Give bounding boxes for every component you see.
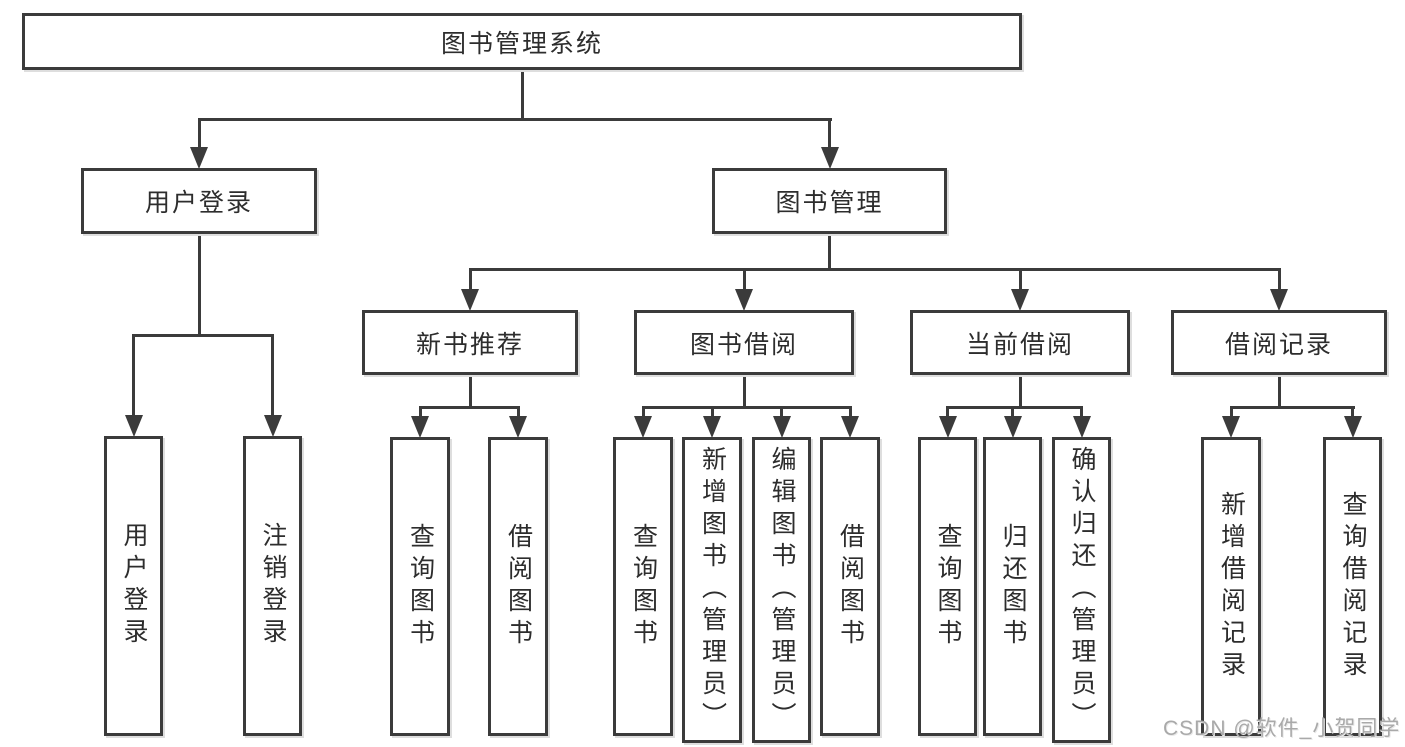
node-label: 图书管理 (775, 189, 884, 217)
node-label: 借阅图书 (504, 522, 533, 651)
connector-line (521, 70, 524, 121)
arrow-down-icon (634, 416, 652, 438)
connector-line (1019, 375, 1022, 409)
node-system-root: 图书管理系统 (22, 13, 1022, 70)
node-query-borrow-record: 查询借阅记录 (1323, 437, 1382, 736)
connector-line (469, 375, 472, 409)
arrow-down-icon (703, 416, 721, 438)
arrow-down-icon (411, 416, 429, 438)
arrow-down-icon (1344, 416, 1362, 438)
node-label: 新增图书（管理员） (698, 446, 727, 734)
node-label: 新增借阅记录 (1217, 490, 1246, 683)
arrow-down-icon (841, 416, 859, 438)
arrow-down-icon (1073, 416, 1091, 438)
node-add-book-admin: 新增图书（管理员） (682, 437, 742, 743)
node-label: 图书借阅 (689, 330, 798, 359)
node-label: 当前借阅 (965, 330, 1074, 359)
node-label: 归还图书 (999, 522, 1027, 651)
node-label: 借阅图书 (836, 522, 865, 651)
node-current-borrow: 当前借阅 (910, 310, 1130, 375)
arrow-down-icon (1011, 289, 1029, 311)
node-book-borrow: 图书借阅 (634, 310, 854, 375)
arrow-down-icon (735, 289, 753, 311)
node-label: 确认归还（管理员） (1068, 446, 1096, 734)
node-label: 用户登录 (144, 189, 253, 217)
connector-line (1230, 406, 1355, 409)
connector-line (198, 234, 201, 337)
connector-line (469, 271, 472, 298)
node-borrow-book-rec: 借阅图书 (488, 437, 548, 736)
node-book-mgmt-module: 图书管理 (712, 168, 947, 234)
connector-line (828, 234, 831, 271)
connector-line (743, 375, 746, 409)
node-label: 新书推荐 (415, 330, 524, 359)
node-user-login-module: 用户登录 (81, 168, 317, 234)
node-borrow-book-borrow: 借阅图书 (820, 437, 880, 736)
node-label: 查询图书 (934, 522, 962, 651)
node-user-logout-leaf: 注销登录 (243, 436, 302, 736)
node-query-book-borrow: 查询图书 (613, 437, 673, 736)
arrow-down-icon (939, 416, 957, 438)
node-label: 借阅记录 (1224, 330, 1333, 359)
connector-line (1278, 271, 1281, 298)
node-user-login-leaf: 用户登录 (104, 436, 163, 736)
arrow-down-icon (1270, 289, 1288, 311)
node-new-book-rec: 新书推荐 (362, 310, 578, 375)
node-query-book-current: 查询图书 (918, 437, 977, 736)
arrow-down-icon (821, 147, 839, 169)
node-label: 图书管理系统 (440, 29, 603, 58)
connector-line (198, 118, 832, 121)
node-label: 用户登录 (120, 522, 148, 650)
connector-line (743, 271, 746, 298)
arrow-down-icon (264, 415, 282, 437)
arrow-down-icon (773, 416, 791, 438)
node-confirm-return-admin: 确认归还（管理员） (1052, 437, 1111, 743)
connector-line (271, 337, 274, 424)
node-add-borrow-record: 新增借阅记录 (1201, 437, 1261, 736)
node-label: 查询图书 (629, 522, 658, 651)
connector-line (132, 334, 274, 337)
node-return-book: 归还图书 (983, 437, 1042, 736)
node-query-book-rec: 查询图书 (390, 437, 450, 736)
node-label: 查询借阅记录 (1339, 490, 1367, 683)
connector-line (419, 406, 520, 409)
node-edit-book-admin: 编辑图书（管理员） (752, 437, 811, 743)
arrow-down-icon (190, 147, 208, 169)
node-label: 注销登录 (259, 522, 287, 650)
connector-line (132, 337, 135, 424)
node-borrow-records: 借阅记录 (1171, 310, 1387, 375)
arrow-down-icon (509, 416, 527, 438)
connector-line (642, 406, 852, 409)
connector-line (828, 121, 831, 156)
connector-line (1278, 375, 1281, 409)
watermark: CSDN @软件_小贺同学 (1163, 717, 1401, 740)
connector-line (198, 121, 201, 156)
connector-line (469, 268, 1281, 271)
connector-line (946, 406, 1083, 409)
node-label: 查询图书 (406, 522, 435, 651)
connector-line (1019, 271, 1022, 298)
arrow-down-icon (1004, 416, 1022, 438)
arrow-down-icon (125, 415, 143, 437)
arrow-down-icon (461, 289, 479, 311)
node-label: 编辑图书（管理员） (768, 446, 796, 734)
arrow-down-icon (1222, 416, 1240, 438)
